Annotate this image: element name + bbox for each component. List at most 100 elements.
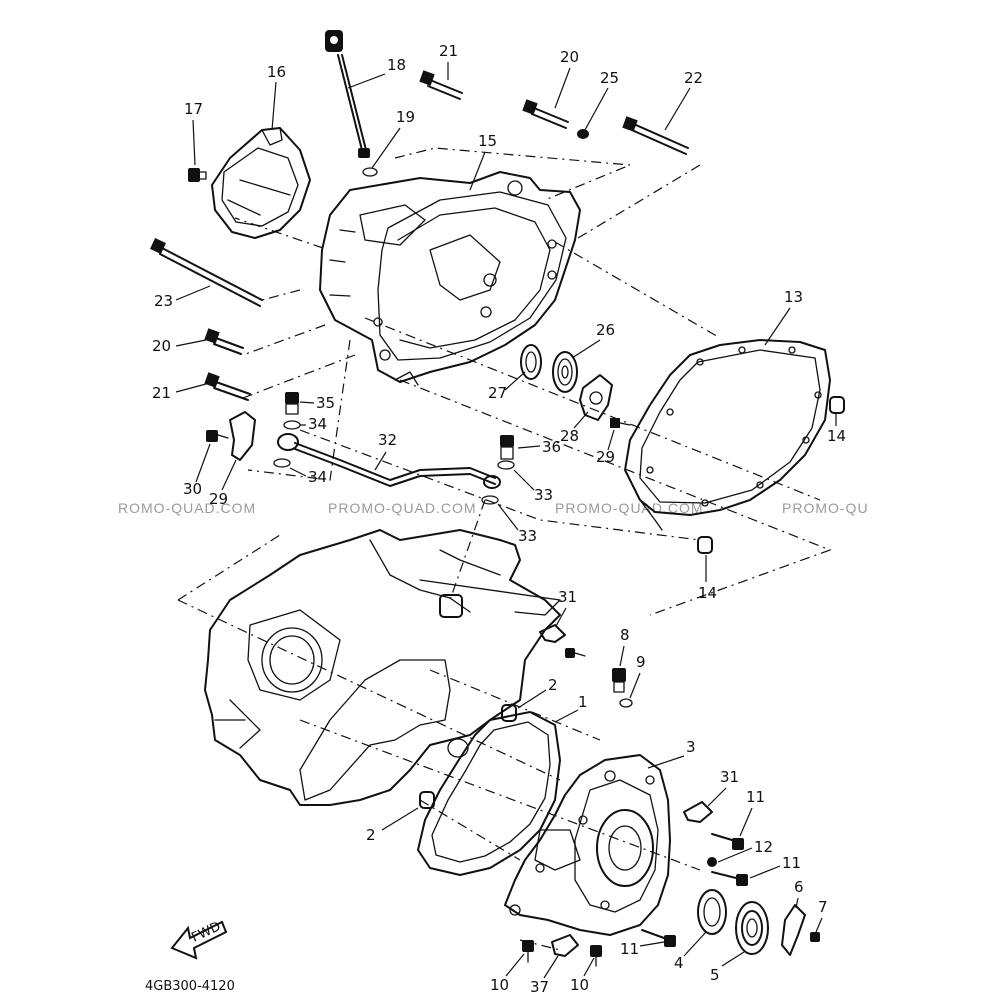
alignment-guides [177,147,832,951]
part-label: 23 [154,292,173,310]
part-label: 34 [308,415,327,433]
gasket-13 [624,339,831,531]
part-label: 27 [488,384,507,402]
clamp-31-right [683,801,713,823]
part-label: 20 [152,337,171,355]
part-label: 12 [754,838,773,856]
watermark-center: PROMO-QUAD.COM [328,500,477,516]
part-label: 13 [784,288,803,306]
bolt-10-b [590,945,602,967]
pipe-banjo-right [483,475,501,489]
part-label: 6 [794,878,804,896]
cover-plate-16 [211,127,311,239]
part-label: 28 [560,427,579,445]
bolt-upper-clamp [565,648,586,658]
part-label: 35 [316,394,335,412]
union-bolt-35 [285,392,299,415]
part-label: 8 [620,626,630,644]
screw-28 [610,418,631,428]
crankcase-cover-3 [504,754,671,936]
plate-27 [579,374,613,421]
plug-8 [612,668,626,693]
part-label: 14 [698,584,717,602]
bolt-11-a [711,833,744,850]
washer-33-upper [497,460,515,470]
part-label: 31 [558,588,577,606]
part-label: 2 [366,826,376,844]
part-label: 37 [530,978,549,996]
bolt-21-top [419,70,463,100]
washer-33-lower [481,495,499,505]
part-label: 10 [570,976,589,994]
bolt-11-b [711,871,748,886]
clamp-37 [551,934,579,957]
crankcase-cover-15 [319,171,581,386]
part-label: 21 [439,42,458,60]
bolt-20-left [204,328,244,355]
bolt-23 [150,238,263,307]
part-label: 32 [378,431,397,449]
washer-34-upper [283,420,301,430]
bracket-29 [229,411,256,461]
washer-24 [577,129,589,139]
part-label: 5 [710,966,720,984]
bearing-4 [697,889,727,935]
bolt-30 [206,430,229,442]
part-label: 19 [396,108,415,126]
part-label: 34 [308,468,327,486]
bolt-21-left [204,372,251,401]
part-label: 10 [490,976,509,994]
part-label: 16 [267,63,286,81]
oil-pipe-32 [294,442,496,487]
retainer-6 [781,904,806,956]
part-label: 11 [782,854,801,872]
dipstick-18 [325,30,370,158]
part-label: 36 [542,438,561,456]
bolt-20-top [522,99,569,129]
part-label: 17 [184,100,203,118]
fwd-arrow-icon: FWD [170,919,228,960]
part-label: 14 [827,427,846,445]
oil-seal-26 [520,344,542,380]
o-ring-9 [619,698,633,708]
watermark-right: PROMO-QU [782,500,869,516]
bearing-25 [552,351,578,393]
dowel-14-lower [697,536,713,554]
bolt-22 [622,116,689,155]
bolt-10-a [522,940,534,963]
part-label: 18 [387,56,406,74]
part-label: 29 [596,448,615,466]
part-label: 26 [596,321,615,339]
part-label: 11 [746,788,765,806]
diagram-caption: 4GB300-4120 [145,979,235,994]
dowel-14-upper [829,396,845,414]
part-labels: 21 20 25 22 18 16 17 19 15 [152,42,846,996]
part-label: 15 [478,132,497,150]
part-label: 20 [560,48,579,66]
part-label: 22 [684,69,703,87]
part-label: 33 [518,527,537,545]
bolt-17 [188,168,207,182]
pipe-banjo-left [277,433,299,451]
part-label: 33 [534,486,553,504]
part-label: 2 [548,676,558,694]
part-label: 9 [636,653,646,671]
part-label: 29 [209,490,228,508]
washer-34-lower [273,458,291,468]
o-ring-19 [362,167,378,177]
part-label: 21 [152,384,171,402]
dowel-2-upper [501,704,517,722]
part-label: 30 [183,480,202,498]
part-label: 25 [600,69,619,87]
part-label: 1 [578,693,588,711]
oil-seal-5 [735,901,769,955]
part-label: 7 [818,898,828,916]
clamp-31-upper [539,624,566,643]
part-label: 3 [686,738,696,756]
part-label: 4 [674,954,684,972]
crankcase-half [204,529,561,806]
bolt-11-c [641,929,676,947]
part-label: 11 [620,940,639,958]
washer-12 [707,857,717,867]
